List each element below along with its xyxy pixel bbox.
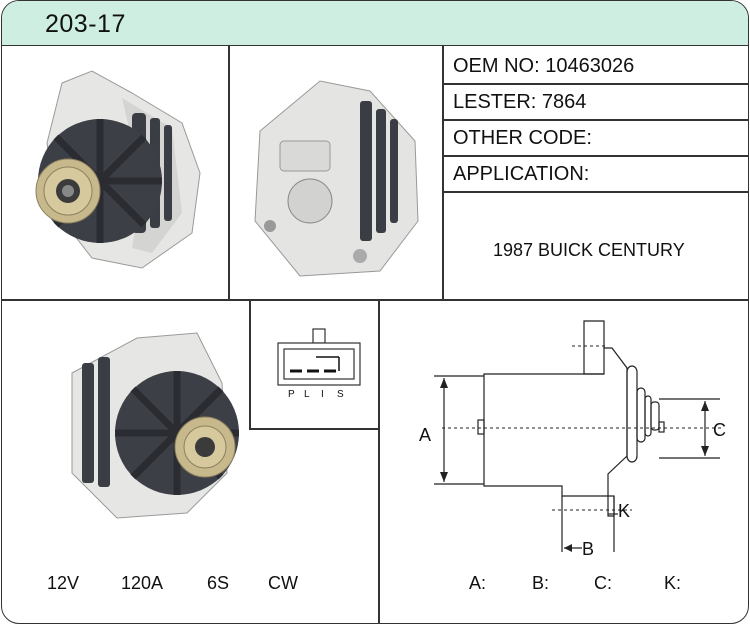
divider — [442, 45, 444, 299]
application-label: APPLICATION: — [453, 163, 590, 185]
divider — [442, 155, 748, 157]
pin-label-l: L — [304, 389, 310, 400]
spec-grooves: 6S — [207, 573, 230, 593]
divider — [249, 428, 379, 430]
divider — [442, 191, 748, 193]
dimension-label-a: A — [419, 425, 432, 445]
pin-label-s: S — [337, 389, 344, 400]
header-bar: 203-17 — [2, 1, 748, 46]
spec-rotation: CW — [268, 573, 298, 593]
spec-amperage: 120A — [121, 573, 164, 593]
connector-diagram — [277, 328, 361, 386]
other-code: OTHER CODE: — [453, 127, 592, 149]
alternator-angled-image — [71, 332, 239, 519]
dimension-value-a: A: — [469, 573, 487, 593]
oem-number: OEM NO: 10463026 — [453, 55, 635, 77]
dimension-drawing — [434, 320, 722, 552]
spec-voltage: 12V — [47, 573, 80, 593]
dimension-label-b: B — [582, 539, 595, 559]
dimension-label-c: C — [713, 420, 726, 440]
alternator-front-image — [35, 70, 201, 269]
dimension-value-c: C: — [594, 573, 612, 593]
dimension-value-b: B: — [532, 573, 550, 593]
divider — [249, 299, 251, 429]
dimension-label-k: K — [618, 501, 631, 521]
application-value: 1987 BUICK CENTURY — [493, 240, 685, 260]
lester-number: LESTER: 7864 — [453, 91, 587, 113]
divider — [228, 45, 230, 299]
alternator-rear-image — [254, 80, 419, 277]
divider — [378, 299, 380, 623]
part-number-title: 203-17 — [45, 10, 126, 38]
divider — [2, 299, 748, 301]
divider — [442, 83, 748, 85]
dimension-value-k: K: — [664, 573, 682, 593]
pin-label-p: P — [288, 389, 295, 400]
pin-label-i: I — [321, 389, 324, 400]
divider — [442, 119, 748, 121]
